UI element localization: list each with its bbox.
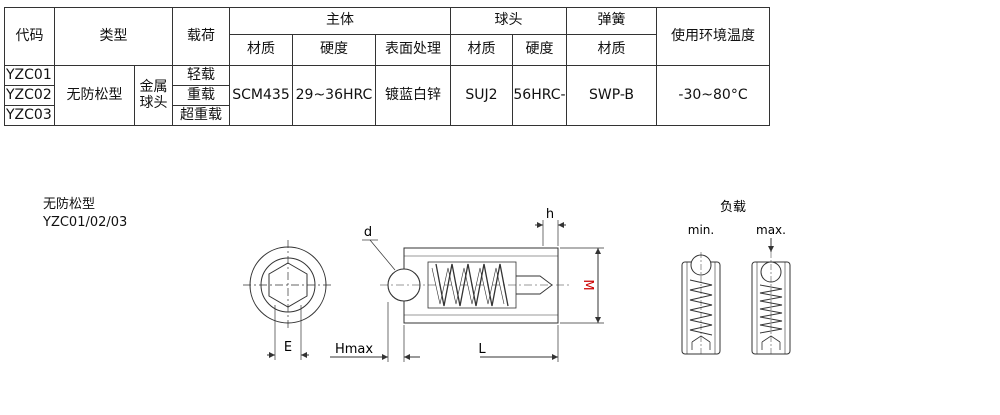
cell-code: YZC01 [4, 65, 55, 86]
label-M: M [580, 279, 595, 290]
subheader-body-material: 材质 [229, 34, 293, 66]
drawing-title: 无防松型 [43, 197, 96, 212]
cell-code: YZC03 [4, 105, 55, 126]
subheader-body-hardness: 硬度 [292, 34, 376, 66]
subheader-ball-material: 材质 [450, 34, 513, 66]
max-load-figure [751, 238, 791, 356]
cell-ball-type: 金属球头 [134, 65, 173, 126]
label-load: 负载 [720, 200, 746, 215]
subheader-spring-material: 材质 [566, 34, 657, 66]
header-code: 代码 [4, 7, 55, 66]
cell-code: YZC02 [4, 85, 55, 106]
cell-load: 超重载 [172, 105, 230, 126]
drawing-subtitle: YZC01/02/03 [43, 215, 128, 230]
label-Hmax: Hmax [335, 342, 373, 357]
header-temp: 使用环境温度 [656, 7, 770, 66]
header-body: 主体 [229, 7, 451, 35]
cell-ball-hardness: 56HRC- [512, 65, 567, 126]
label-min: min. [688, 223, 714, 237]
label-d: d [364, 225, 372, 240]
subheader-ball-hardness: 硬度 [512, 34, 567, 66]
cell-type: 无防松型 [54, 65, 135, 126]
min-load-figure [681, 252, 721, 356]
spec-table: 代码 类型 载荷 主体 球头 弹簧 使用环境温度 材质 硬度 表面处理 材质 硬… [4, 7, 770, 126]
label-E: E [284, 340, 292, 355]
cell-body-material: SCM435 [229, 65, 293, 126]
label-h: h [546, 207, 554, 222]
side-view [330, 220, 604, 362]
label-L: L [478, 342, 486, 357]
end-view [243, 240, 333, 360]
cell-body-hardness: 29~36HRC [292, 65, 376, 126]
body-outline [403, 247, 559, 324]
cell-temp: -30~80°C [656, 65, 770, 126]
cell-body-surface: 镀蓝白锌 [375, 65, 451, 126]
subheader-body-surface: 表面处理 [375, 34, 451, 66]
label-max: max. [756, 223, 786, 237]
header-type: 类型 [54, 7, 173, 66]
cell-load: 轻载 [172, 65, 230, 86]
